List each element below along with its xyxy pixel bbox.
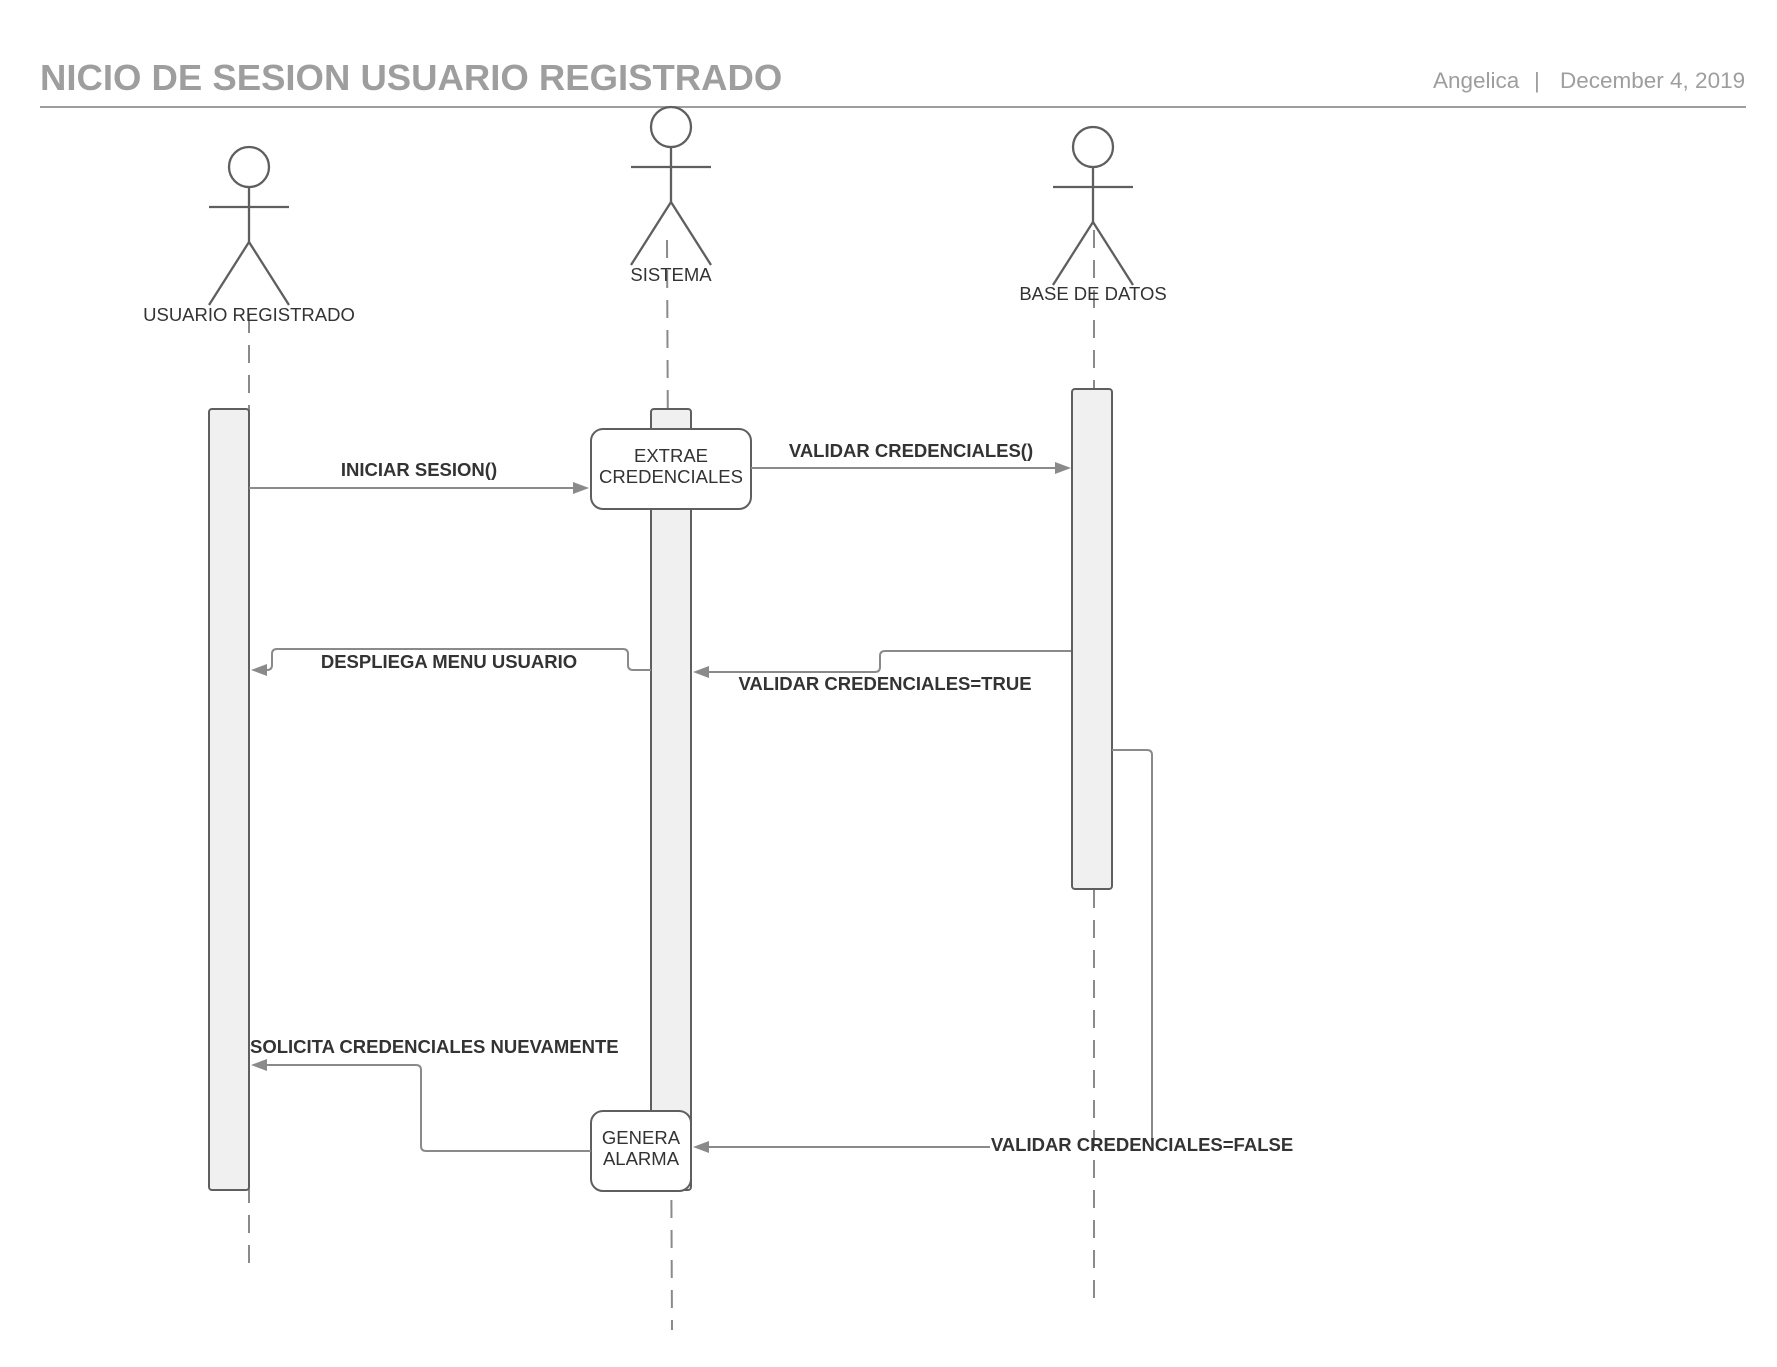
box-label-line-2: CREDENCIALES <box>599 466 743 487</box>
message-validar-credenciales-true: VALIDAR CREDENCIALES=TRUE <box>693 650 1071 694</box>
arrowhead-icon <box>251 1059 267 1071</box>
diagram-title: NICIO DE SESION USUARIO REGISTRADO <box>40 57 782 98</box>
stick-figure-icon <box>1052 125 1134 286</box>
box-label-line-1: GENERA <box>602 1127 681 1148</box>
message-despliega-menu-usuario: DESPLIEGA MENU USUARIO <box>251 648 651 676</box>
actor-sistema: SISTEMA <box>630 105 712 285</box>
actor-label: USUARIO REGISTRADO <box>143 304 355 325</box>
author-name: Angelica <box>1433 68 1520 93</box>
arrowhead-icon <box>1055 462 1071 474</box>
activation-bar-base-de-datos <box>1071 388 1113 890</box>
actor-usuario-registrado: USUARIO REGISTRADO <box>143 145 355 325</box>
diagram-date: December 4, 2019 <box>1560 68 1745 93</box>
message-validar-credenciales-false: VALIDAR CREDENCIALES=FALSE <box>693 749 1293 1155</box>
arrowhead-icon <box>693 1141 709 1153</box>
activation-bar-usuario <box>208 408 250 1191</box>
message-label: VALIDAR CREDENCIALES() <box>789 440 1033 461</box>
message-label: INICIAR SESION() <box>341 459 497 480</box>
actor-label: BASE DE DATOS <box>1019 283 1166 304</box>
activation-bar-sistema <box>650 408 692 1191</box>
message-iniciar-sesion: INICIAR SESION() <box>249 459 589 494</box>
message-validar-credenciales: VALIDAR CREDENCIALES() <box>751 440 1071 474</box>
message-solicita-credenciales-nuevamente: SOLICITA CREDENCIALES NUEVAMENTE <box>250 1036 619 1152</box>
actor-base-de-datos: BASE DE DATOS <box>1019 125 1167 304</box>
stick-figure-icon <box>630 105 712 266</box>
box-label-line-1: EXTRAE <box>634 445 708 466</box>
arrowhead-icon <box>251 664 267 676</box>
message-label: DESPLIEGA MENU USUARIO <box>321 651 577 672</box>
actor-label: SISTEMA <box>630 264 712 285</box>
box-label-line-2: ALARMA <box>603 1148 680 1169</box>
process-box-genera-alarma: GENERA ALARMA <box>590 1110 692 1192</box>
message-label: VALIDAR CREDENCIALES=TRUE <box>738 673 1031 694</box>
process-box-extrae-credenciales: EXTRAE CREDENCIALES <box>590 428 752 510</box>
arrowhead-icon <box>693 666 709 678</box>
arrowhead-icon <box>573 482 589 494</box>
message-label: VALIDAR CREDENCIALES=FALSE <box>991 1134 1293 1155</box>
header-separator: | <box>1534 68 1540 93</box>
stick-figure-icon <box>208 145 290 306</box>
message-label: SOLICITA CREDENCIALES NUEVAMENTE <box>250 1036 619 1057</box>
